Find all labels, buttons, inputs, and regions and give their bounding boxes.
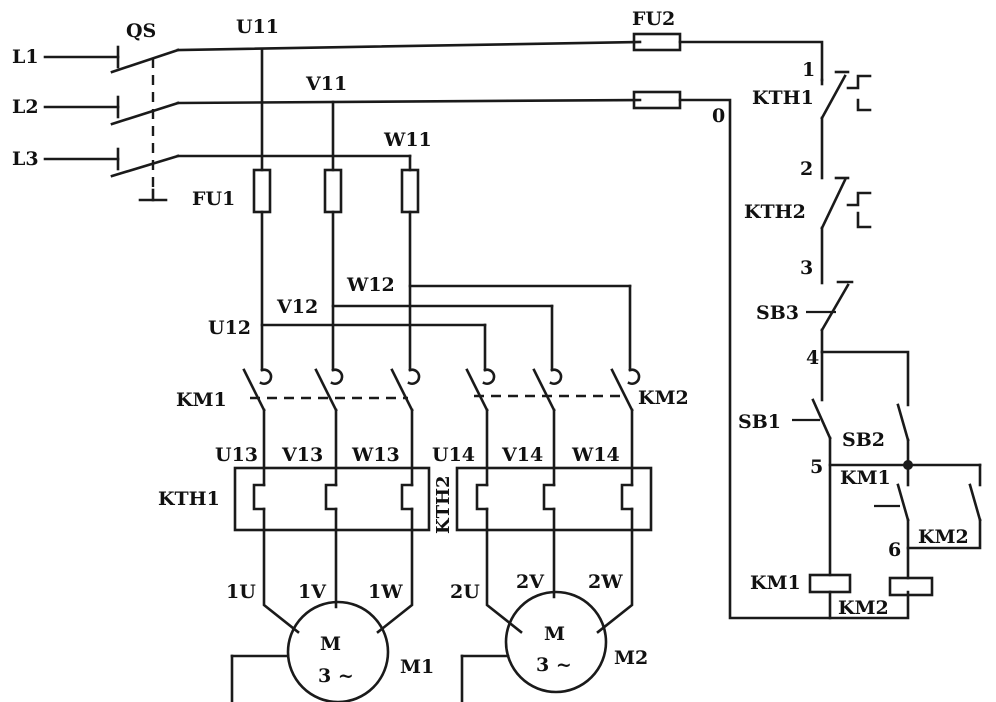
label-1u: 1U: [226, 581, 256, 603]
labels: L1 L2 L3 QS U11 V11 W11 FU1 FU2 U12 V12 …: [12, 8, 969, 687]
label-u13: U13: [215, 444, 258, 466]
km1-main-contacts: [242, 368, 421, 412]
label-u11: U11: [236, 16, 279, 38]
label-qs: QS: [126, 20, 156, 42]
label-v14: V14: [501, 444, 543, 466]
motor-m1: [230, 600, 390, 702]
kth1-thermal-relay: [233, 466, 431, 532]
label-2u: 2U: [450, 581, 480, 603]
label-l3: L3: [12, 148, 39, 170]
label-km2-main: KM2: [638, 387, 689, 409]
label-sb3: SB3: [756, 302, 799, 324]
km2-main-contacts: [465, 368, 641, 412]
label-m2-text: M: [544, 623, 565, 645]
supply-lines: [43, 45, 120, 171]
motor-m2: [460, 590, 608, 702]
label-fu1: FU1: [192, 188, 235, 210]
label-1v: 1V: [298, 581, 327, 603]
label-v13: V13: [281, 444, 323, 466]
label-w12: W12: [346, 274, 395, 296]
control-circuit: [678, 40, 982, 620]
label-kth2-main: KTH2: [433, 475, 454, 534]
label-sb1: SB1: [738, 411, 781, 433]
label-u14: U14: [432, 444, 475, 466]
main-bus: [176, 40, 642, 172]
label-1w: 1W: [368, 581, 403, 603]
label-m2-name: M2: [614, 647, 648, 669]
label-w13: W13: [351, 444, 400, 466]
fu2-fuses: [632, 32, 682, 110]
thermal-feeders: [262, 408, 634, 487]
label-km2-coil: KM2: [838, 597, 889, 619]
label-fu2: FU2: [632, 8, 675, 30]
km1-feeders: [260, 210, 412, 372]
label-node0: 0: [712, 105, 725, 127]
label-kth2-ctrl: KTH2: [744, 201, 806, 223]
label-w11: W11: [383, 129, 432, 151]
label-km2-aux: KM2: [918, 526, 969, 548]
label-node6: 6: [888, 539, 901, 561]
label-node4: 4: [806, 347, 819, 369]
label-node2: 2: [800, 158, 813, 180]
km2-feeders: [260, 284, 632, 372]
label-m1-text: M: [320, 633, 341, 655]
label-l2: L2: [12, 96, 39, 118]
qs-switch: [110, 48, 180, 202]
label-u12: U12: [208, 317, 251, 339]
label-kth1-main: KTH1: [158, 488, 220, 510]
label-2w: 2W: [588, 571, 623, 593]
label-km1-coil: KM1: [750, 572, 801, 594]
label-node1: 1: [802, 59, 815, 81]
fu1-fuses: [252, 168, 420, 214]
label-2v: 2V: [516, 571, 545, 593]
label-v12: V12: [276, 296, 318, 318]
label-sb2: SB2: [842, 429, 885, 451]
label-km1-aux: KM1: [840, 467, 891, 489]
label-kth1-ctrl: KTH1: [752, 87, 814, 109]
label-l1: L1: [12, 46, 39, 68]
label-km1-main: KM1: [176, 389, 227, 411]
label-v11: V11: [305, 73, 347, 95]
label-m2-phase: 3 ~: [536, 654, 572, 676]
label-m1-name: M1: [400, 656, 434, 678]
label-w14: W14: [571, 444, 620, 466]
label-m1-phase: 3 ~: [318, 665, 354, 687]
label-node5: 5: [810, 456, 823, 478]
label-node3: 3: [800, 257, 813, 279]
